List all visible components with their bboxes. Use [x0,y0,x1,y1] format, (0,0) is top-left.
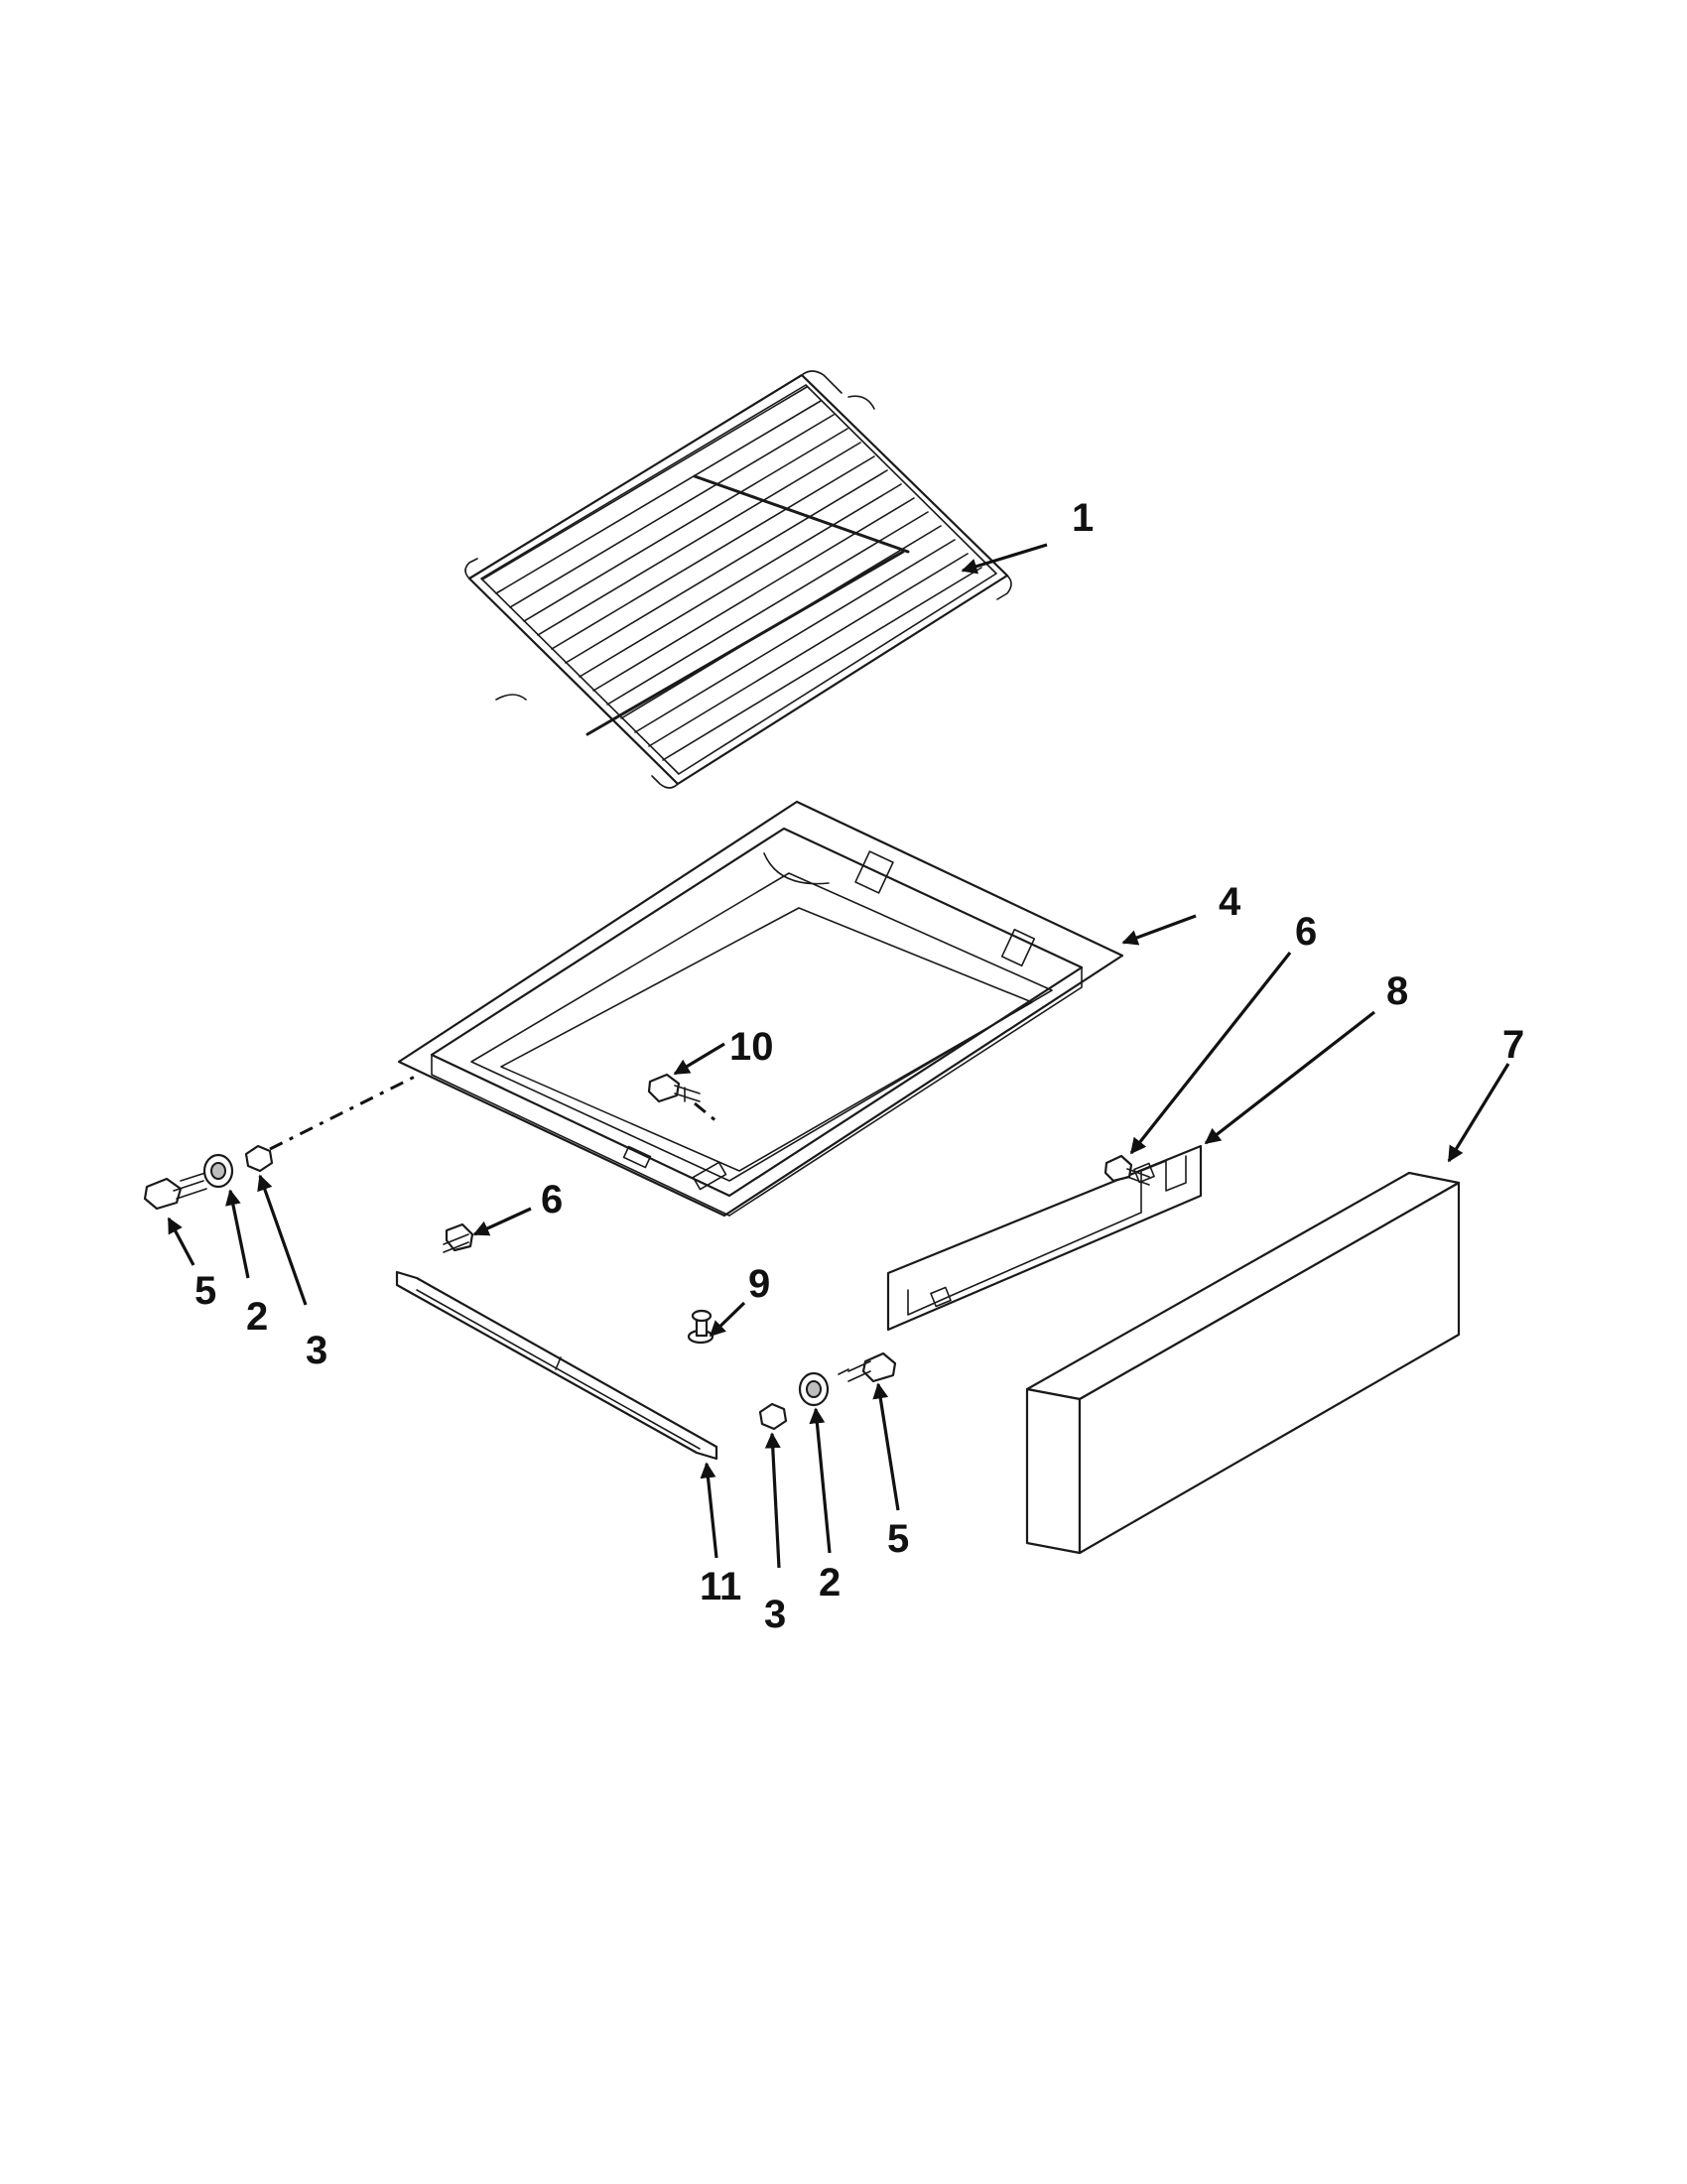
screw-pan-part [647,1073,701,1103]
callout-6-right: 6 [1295,910,1317,954]
screw-right-part [838,1351,897,1383]
callout-10: 10 [729,1025,774,1069]
callout-1: 1 [1072,496,1094,540]
callout-4: 4 [1219,880,1241,924]
screw-rail-part [443,1222,474,1253]
alignment-line-left [269,1075,416,1151]
callout-9: 9 [748,1262,770,1306]
callout-2-right: 2 [819,1561,841,1605]
nut-right-part [758,1402,788,1431]
drawer-bracket-part [886,1144,1203,1332]
callout-3-right: 3 [764,1593,786,1636]
callout-5-left: 5 [195,1269,216,1313]
callout-8: 8 [1386,969,1408,1013]
drawer-pan-part [397,800,1124,1218]
washer-right-part [798,1371,830,1407]
leader-arrows [167,543,1510,1569]
drawer-front-panel-part [1025,1171,1461,1555]
callout-3-left: 3 [306,1329,327,1372]
callout-labels: 1 4 6 8 7 10 5 2 3 6 9 11 3 2 5 [195,496,1524,1636]
wire-rack-part [464,370,1012,789]
callout-11: 11 [700,1565,741,1608]
callout-2-left: 2 [246,1295,268,1339]
screw-bracket-part [1103,1154,1150,1186]
screw-left-part [143,1172,207,1211]
callout-6-left: 6 [541,1178,563,1221]
alignment-line-pan [694,1101,717,1123]
callout-7: 7 [1502,1023,1524,1067]
washer-left-part [202,1153,234,1189]
callout-5-right: 5 [887,1517,909,1561]
stud-part [687,1309,714,1345]
slide-rail-part [395,1270,718,1461]
nut-left-part [244,1144,274,1173]
